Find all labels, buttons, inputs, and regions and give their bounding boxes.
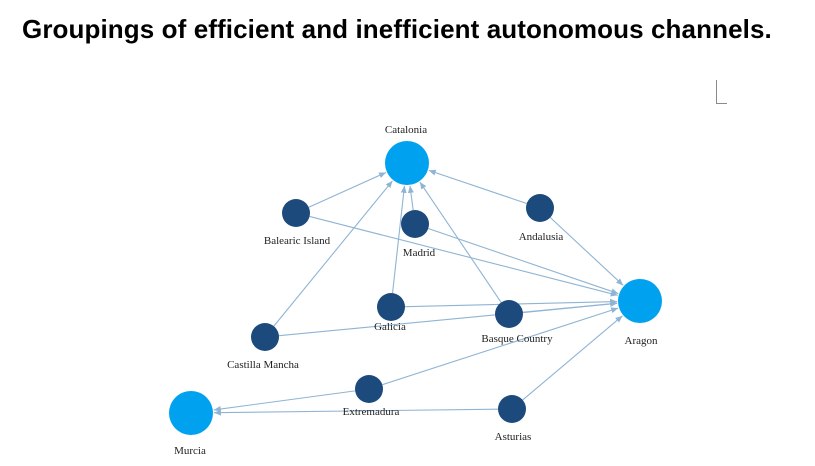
edge-castilla-to-aragon xyxy=(278,300,618,337)
node-basque xyxy=(495,300,523,328)
node-label-basque: Basque Country xyxy=(481,333,553,345)
nodes-layer xyxy=(169,141,662,435)
node-balearic xyxy=(282,199,310,227)
node-label-murcia: Murcia xyxy=(174,445,206,457)
node-andalusia xyxy=(526,194,554,222)
node-label-castilla: Castilla Mancha xyxy=(227,359,299,371)
slide-title: Groupings of efficient and inefficient a… xyxy=(22,14,772,44)
edge-galicia-to-catalonia xyxy=(391,185,407,294)
node-label-aragon: Aragon xyxy=(625,335,658,347)
edges-layer xyxy=(213,169,624,416)
node-castilla xyxy=(251,323,279,351)
edge-madrid-to-catalonia xyxy=(407,185,414,211)
edge-balearic-to-catalonia xyxy=(308,171,387,208)
node-aragon xyxy=(618,279,662,323)
node-catalonia xyxy=(385,141,429,185)
node-madrid xyxy=(401,210,429,238)
node-extremadura xyxy=(355,375,383,403)
edge-andalusia-to-aragon xyxy=(549,217,624,286)
edge-madrid-to-aragon xyxy=(428,228,619,295)
edge-balearic-to-aragon xyxy=(309,215,618,297)
edge-extremadura-to-aragon xyxy=(382,307,619,386)
edge-asturias-to-aragon xyxy=(522,315,623,401)
node-label-madrid: Madrid xyxy=(403,247,436,259)
edge-asturias-to-murcia xyxy=(213,408,499,416)
node-asturias xyxy=(498,395,526,423)
node-murcia xyxy=(169,391,213,435)
node-label-balearic: Balearic Island xyxy=(264,235,331,247)
text-cursor-mark xyxy=(716,80,727,104)
node-galicia xyxy=(377,293,405,321)
node-label-galicia: Galicia xyxy=(374,321,406,333)
edge-andalusia-to-catalonia xyxy=(428,169,527,205)
edge-castilla-to-catalonia xyxy=(273,180,393,327)
node-label-catalonia: Catalonia xyxy=(385,124,427,136)
node-label-andalusia: Andalusia xyxy=(519,231,564,243)
edge-extremadura-to-murcia xyxy=(213,390,356,412)
node-label-extremadura: Extremadura xyxy=(343,406,400,418)
node-label-asturias: Asturias xyxy=(495,431,532,443)
edge-basque-to-catalonia xyxy=(419,181,502,303)
